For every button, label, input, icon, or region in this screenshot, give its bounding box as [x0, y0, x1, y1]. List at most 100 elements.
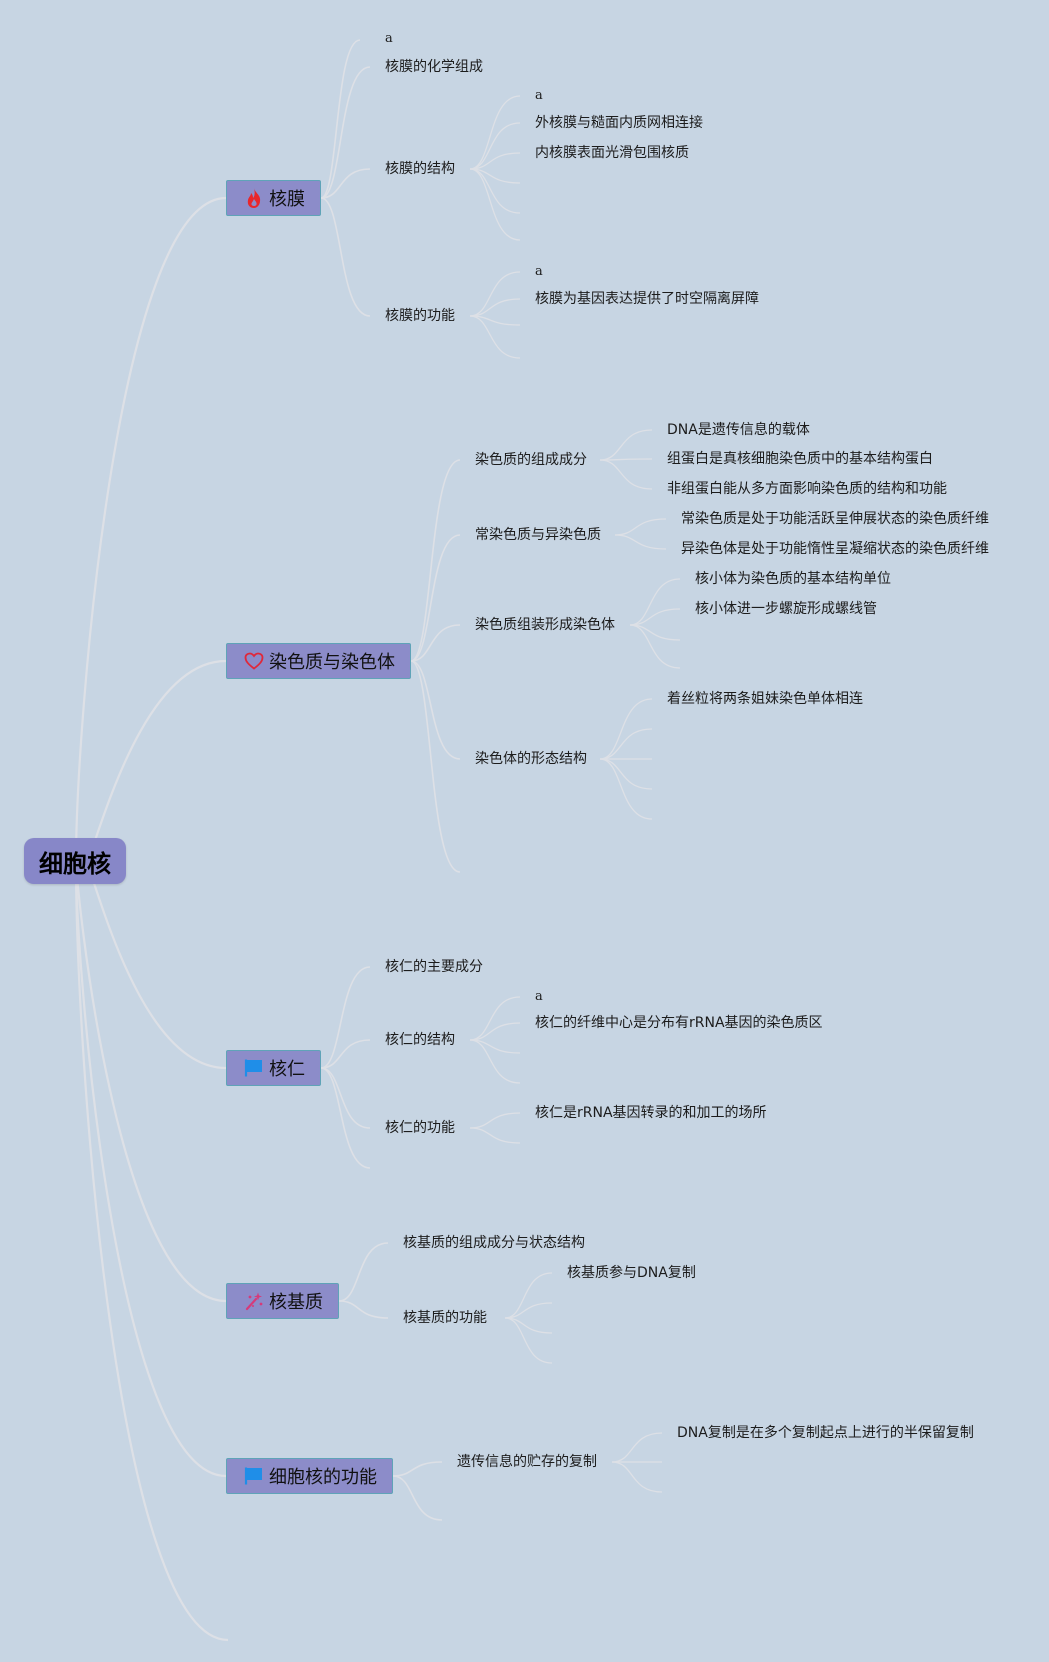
- subtopic-dna[interactable]: DNA是遗传信息的载体: [667, 422, 810, 438]
- branch-chromatin[interactable]: 染色质与染色体: [226, 643, 411, 679]
- root-connector: [74, 861, 229, 1642]
- subtopic-connector: [469, 271, 521, 317]
- subtopic-connector: [469, 1112, 521, 1129]
- root-connector: [74, 861, 227, 1303]
- branch-label: 染色质与染色体: [269, 652, 395, 673]
- branch-connector: [410, 624, 461, 662]
- subtopic-connector: [599, 758, 653, 820]
- branch-nucleus-function[interactable]: 细胞核的功能: [226, 1458, 393, 1494]
- topic-nucleolus-structure[interactable]: 核仁的结构: [385, 1032, 455, 1048]
- subtopic-connector: [629, 624, 681, 669]
- subtopic-connector: [504, 1302, 553, 1319]
- root-node[interactable]: 细胞核: [24, 838, 126, 884]
- subtopic-connector: [611, 1432, 663, 1463]
- subtopic-connector: [614, 534, 667, 550]
- branch-connector: [410, 660, 461, 760]
- heart-icon: [243, 650, 265, 672]
- topic-nucleolus-components[interactable]: 核仁的主要成分: [385, 959, 483, 975]
- branch-nuclear-matrix[interactable]: 核基质: [226, 1283, 339, 1319]
- subtopic-connector: [469, 1039, 521, 1054]
- branch-nucleolus[interactable]: 核仁: [226, 1050, 321, 1086]
- subtopic-connector: [469, 95, 521, 170]
- flag-icon: [243, 1057, 265, 1079]
- subtopic-outer-membrane[interactable]: 外核膜与糙面内质网相连接: [535, 115, 703, 131]
- subtopic-connector: [614, 518, 667, 536]
- subtopic-connector: [469, 168, 521, 184]
- subtopic-a[interactable]: a: [535, 989, 543, 1004]
- topic-chromatin-composition[interactable]: 染色质的组成成分: [475, 452, 587, 468]
- subtopic-connector: [469, 1039, 521, 1084]
- subtopic-barrier[interactable]: 核膜为基因表达提供了时空隔离屏障: [535, 291, 759, 307]
- branch-connector: [320, 39, 361, 199]
- subtopic-connector: [469, 996, 521, 1041]
- topic-matrix-composition[interactable]: 核基质的组成成分与状态结构: [403, 1235, 585, 1251]
- topic-envelope-structure[interactable]: 核膜的结构: [385, 161, 455, 177]
- branch-connector: [320, 1067, 371, 1169]
- subtopic-heterochromatin[interactable]: 异染色体是处于功能惰性呈凝缩状态的染色质纤维: [681, 541, 989, 557]
- subtopic-solenoid[interactable]: 核小体进一步螺旋形成螺线管: [695, 601, 877, 617]
- topic-envelope-chemistry[interactable]: 核膜的化学组成: [385, 59, 483, 75]
- branch-label: 核膜: [269, 189, 305, 210]
- subtopic-connector: [504, 1317, 553, 1334]
- subtopic-nucleosome[interactable]: 核小体为染色质的基本结构单位: [695, 571, 891, 587]
- branch-connector: [320, 197, 371, 317]
- subtopic-a[interactable]: a: [535, 264, 543, 279]
- subtopic-connector: [599, 458, 653, 461]
- subtopic-dna-replication[interactable]: 核基质参与DNA复制: [567, 1265, 696, 1281]
- topic-euchromatin[interactable]: 常染色质与异染色质: [475, 527, 601, 543]
- subtopic-connector: [599, 459, 653, 490]
- root-connector: [74, 861, 227, 1478]
- subtopic-fibrillar-center[interactable]: 核仁的纤维中心是分布有rRNA基因的染色质区: [535, 1015, 823, 1031]
- branch-connector: [338, 1242, 389, 1302]
- topic-genetic-storage[interactable]: 遗传信息的贮存的复制: [457, 1454, 597, 1470]
- subtopic-connector: [469, 315, 521, 359]
- subtopic-rrna-transcription[interactable]: 核仁是rRNA基因转录的和加工的场所: [535, 1105, 767, 1121]
- subtopic-connector: [629, 608, 681, 626]
- subtopic-connector: [599, 728, 653, 760]
- subtopic-centromere[interactable]: 着丝粒将两条姐妹染色单体相连: [667, 691, 863, 707]
- subtopic-connector: [504, 1317, 553, 1364]
- branch-connector: [410, 534, 461, 662]
- topic-nucleolus-function[interactable]: 核仁的功能: [385, 1120, 455, 1136]
- topic-a[interactable]: a: [385, 31, 393, 46]
- subtopic-connector: [599, 698, 653, 760]
- subtopic-semiconservative[interactable]: DNA复制是在多个复制起点上进行的半保留复制: [677, 1425, 974, 1441]
- subtopic-connector: [469, 168, 521, 241]
- subtopic-connector: [469, 1022, 521, 1041]
- branch-connector: [410, 660, 461, 873]
- subtopic-connector: [629, 624, 681, 641]
- subtopic-connector: [599, 758, 653, 790]
- subtopic-a[interactable]: a: [535, 88, 543, 103]
- branch-connector: [320, 1039, 371, 1069]
- topic-envelope-function[interactable]: 核膜的功能: [385, 308, 455, 324]
- branch-label: 核仁: [269, 1059, 305, 1080]
- subtopic-connector: [469, 315, 521, 326]
- branch-nuclear-envelope[interactable]: 核膜: [226, 180, 321, 216]
- topic-matrix-function[interactable]: 核基质的功能: [403, 1310, 487, 1326]
- subtopic-connector: [504, 1272, 553, 1319]
- topic-chromosome-assembly[interactable]: 染色质组装形成染色体: [475, 617, 615, 633]
- subtopic-connector: [469, 152, 521, 170]
- branch-label: 细胞核的功能: [269, 1467, 377, 1488]
- subtopic-inner-membrane[interactable]: 内核膜表面光滑包围核质: [535, 145, 689, 161]
- branch-connector: [320, 168, 371, 199]
- topic-chromosome-morphology[interactable]: 染色体的形态结构: [475, 751, 587, 767]
- subtopic-connector: [611, 1461, 663, 1493]
- root-label: 细胞核: [39, 849, 111, 878]
- branch-connector: [410, 459, 461, 662]
- sparkle-icon: [243, 1290, 265, 1312]
- branch-connector: [320, 966, 371, 1069]
- branch-connector: [320, 1067, 371, 1129]
- fire-icon: [243, 187, 265, 209]
- subtopic-nonhistone[interactable]: 非组蛋白能从多方面影响染色质的结构和功能: [667, 481, 947, 497]
- subtopic-euchromatin[interactable]: 常染色质是处于功能活跃呈伸展状态的染色质纤维: [681, 511, 989, 527]
- flag-icon: [243, 1465, 265, 1487]
- subtopic-histone[interactable]: 组蛋白是真核细胞染色质中的基本结构蛋白: [667, 451, 933, 467]
- subtopic-connector: [469, 122, 521, 170]
- subtopic-connector: [599, 429, 653, 461]
- subtopic-connector: [469, 1127, 521, 1144]
- subtopic-connector: [629, 578, 681, 626]
- branch-connector: [392, 1461, 443, 1477]
- branch-connector: [320, 66, 371, 199]
